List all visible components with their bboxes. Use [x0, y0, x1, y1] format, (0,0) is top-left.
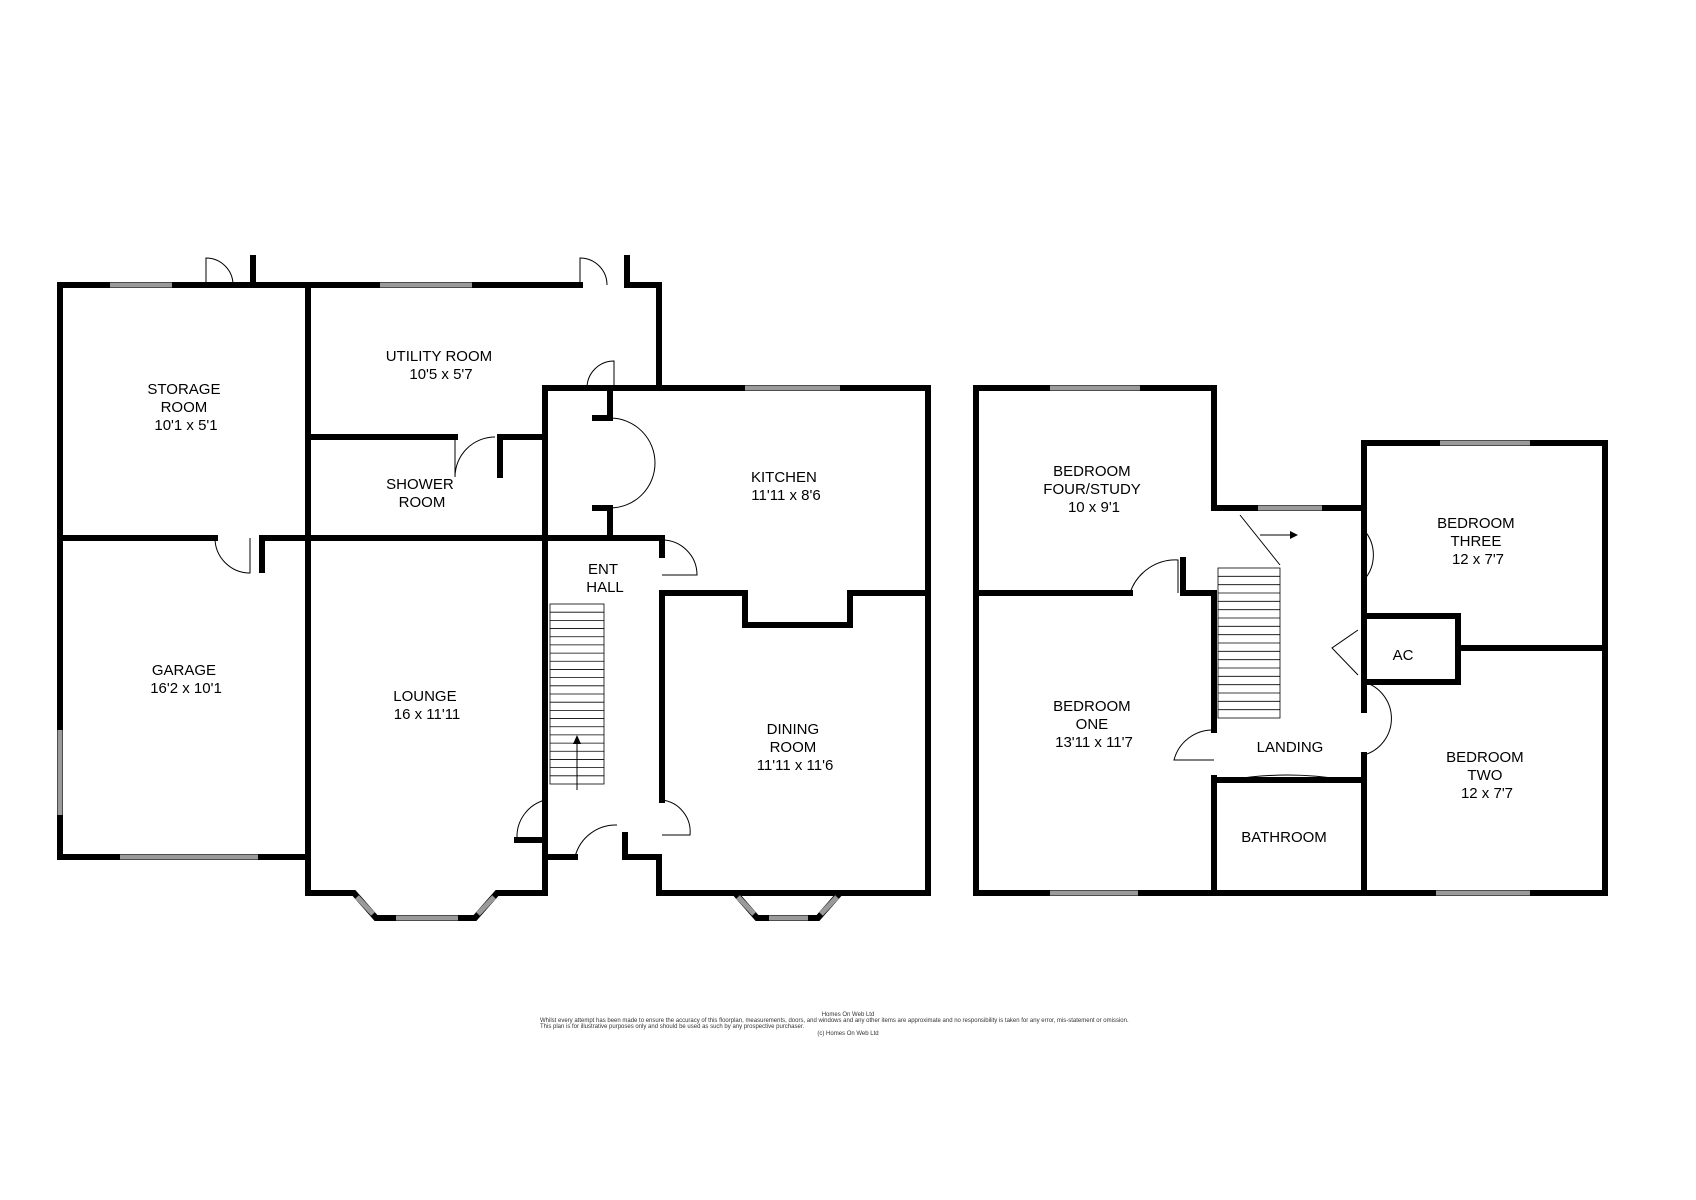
disclaimer-line1: Whilst every attempt has been made to en… — [540, 1018, 1129, 1024]
door — [579, 257, 608, 286]
landing-label: LANDING — [1257, 739, 1324, 756]
staircase — [549, 603, 605, 790]
disclaimer-copyright: (c) Homes On Web Ltd — [817, 1031, 879, 1037]
door — [516, 799, 546, 839]
dining-room-label: DINING ROOM 11'11 x 11'6 — [757, 721, 834, 774]
door — [1173, 729, 1215, 761]
storage-room-label: STORAGE ROOM 10'1 x 5'1 — [147, 381, 224, 434]
wall — [57, 282, 307, 860]
disclaimer-company: Homes On Web Ltd — [821, 1012, 875, 1018]
lounge-label: LOUNGE 16 x 11'11 — [393, 688, 461, 723]
utility-room-label: UTILITY ROOM 10'5 x 5'7 — [386, 348, 497, 383]
wall — [57, 255, 256, 288]
window — [819, 895, 839, 916]
ground-floor — [57, 255, 931, 921]
door — [1363, 529, 1374, 581]
bedroom-three-label: BEDROOM THREE 12 x 7'7 — [1437, 515, 1519, 568]
bedroom-four-label: BEDROOM FOUR/STUDY 10 x 9'1 — [1043, 463, 1144, 516]
kitchen-label: KITCHEN 11'11 x 8'6 — [751, 469, 821, 504]
door — [1129, 559, 1179, 594]
disclaimer-line2: This plan is for illustrative purposes o… — [540, 1024, 805, 1030]
door — [661, 799, 691, 836]
wall — [624, 282, 662, 391]
bedroom-two-label: BEDROOM TWO 12 x 7'7 — [1446, 749, 1528, 802]
door — [609, 417, 656, 509]
window — [476, 895, 496, 916]
bathroom-label: BATHROOM — [1241, 829, 1327, 846]
garage-label: GARAGE 16'2 x 10'1 — [150, 662, 222, 697]
wall — [1180, 557, 1217, 596]
staircase — [1217, 514, 1298, 719]
ent-hall-label: ENT HALL — [586, 561, 624, 596]
door — [574, 824, 618, 858]
first-floor — [973, 385, 1608, 896]
wardrobe-doors — [1229, 774, 1346, 781]
door — [1363, 681, 1392, 756]
door — [214, 537, 251, 574]
door — [661, 539, 698, 576]
shower-room-label: SHOWER ROOM — [386, 476, 458, 511]
wall — [592, 505, 613, 541]
wall — [305, 854, 548, 921]
room-labels: STORAGE ROOM 10'1 x 5'1 UTILITY ROOM 10'… — [147, 348, 1528, 846]
window — [355, 895, 375, 916]
wall — [542, 385, 613, 421]
door — [454, 436, 496, 478]
wall — [656, 890, 931, 921]
door — [205, 257, 234, 286]
wall — [656, 385, 931, 896]
door — [586, 360, 615, 389]
ac-label: AC — [1393, 647, 1414, 664]
door — [1331, 629, 1359, 676]
window — [736, 895, 756, 916]
wall — [973, 385, 1608, 896]
bedroom-one-label: BEDROOM ONE 13'11 x 11'7 — [1053, 698, 1135, 751]
wall — [659, 590, 931, 628]
